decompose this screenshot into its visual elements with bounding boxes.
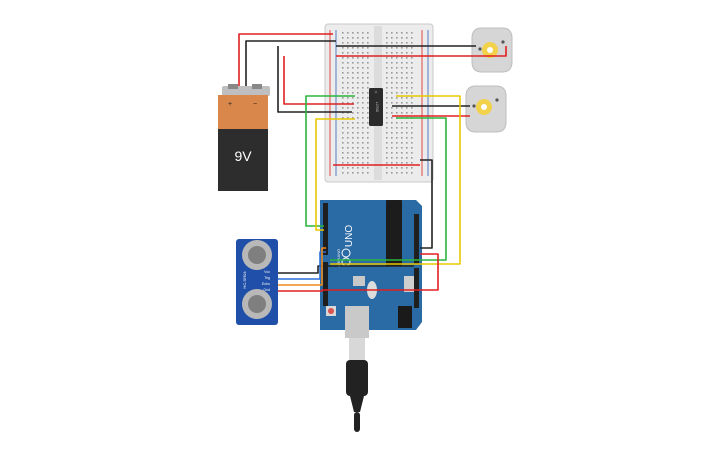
wire-green-1[interactable] — [305, 95, 355, 227]
wire-rail-black[interactable] — [420, 159, 433, 249]
sensor-pin-gnd: Gnd — [263, 288, 270, 292]
arduino-model-label: UNO — [344, 225, 355, 247]
wire-green-2[interactable] — [330, 117, 447, 261]
motor-driver-chip[interactable]: L293D — [369, 88, 383, 126]
arduino-brand-label: ARDUINO — [336, 249, 341, 267]
usb-cable — [345, 306, 369, 432]
sensor-pin-vcc: Vcc — [264, 270, 270, 274]
wire-motor1-b2[interactable] — [336, 46, 507, 57]
wire-yellow-2[interactable] — [330, 95, 461, 265]
wire-battery-negative[interactable] — [245, 40, 336, 86]
wire-sensor-gnd[interactable] — [278, 253, 439, 292]
battery-minus: − — [253, 101, 257, 108]
ultrasonic-sensor[interactable]: HC-SR04 Vcc Trig Echo Gnd — [236, 239, 278, 325]
battery-label: 9V — [234, 148, 252, 164]
battery-plus: + — [228, 101, 232, 108]
wire-yellow-1[interactable] — [315, 118, 355, 231]
sensor-pin-echo: Echo — [262, 282, 270, 286]
wire-battery-positive[interactable] — [238, 33, 333, 86]
chip-label: L293D — [375, 102, 379, 113]
wire-motor1-a[interactable] — [277, 46, 352, 113]
dc-motor-2[interactable] — [465, 85, 507, 133]
dc-motor-1[interactable] — [471, 27, 513, 73]
arduino-uno-board[interactable]: UNO ARDUINO — [320, 200, 422, 330]
sensor-model-label: HC-SR04 — [242, 271, 247, 289]
wire-sensor-trig[interactable] — [278, 251, 326, 280]
sensor-pin-trig: Trig — [264, 276, 270, 280]
wire-sensor-vcc[interactable] — [278, 265, 414, 274]
breadboard-holes — [342, 32, 413, 174]
battery-9v[interactable]: + − 9V — [218, 84, 270, 191]
wire-motor1-b[interactable] — [283, 56, 354, 105]
wire-sensor-echo[interactable] — [278, 247, 326, 286]
